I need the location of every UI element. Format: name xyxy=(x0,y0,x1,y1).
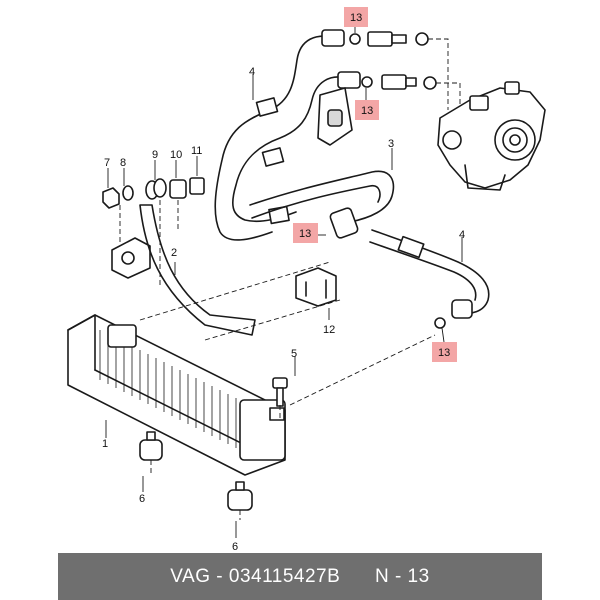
callout-1: 1 xyxy=(102,438,108,450)
callout-5: 5 xyxy=(291,348,297,360)
small-parts-group xyxy=(102,177,205,209)
bracket-2 xyxy=(111,204,256,336)
assembly-lines xyxy=(119,200,436,520)
highlight-13-right: 13 xyxy=(432,342,457,362)
callout-2: 2 xyxy=(171,247,177,259)
highlight-13-left: 13 xyxy=(293,223,318,243)
top-fitting-row-1 xyxy=(321,29,449,110)
callout-4-lower: 4 xyxy=(459,229,465,241)
footer-spacer xyxy=(340,566,375,588)
callout-10: 10 xyxy=(170,149,182,161)
highlight-13-upper-mid: 13 xyxy=(355,100,379,120)
top-fitting-row-2 xyxy=(337,71,461,115)
clamp-12 xyxy=(295,267,337,307)
svg-text:13: 13 xyxy=(361,105,373,117)
callout-8: 8 xyxy=(120,157,126,169)
bolt-5 xyxy=(272,377,288,407)
callout-4-upper: 4 xyxy=(249,66,255,78)
oil-cooler-1 xyxy=(67,314,286,476)
return-hose-3 xyxy=(249,170,395,239)
lower-hose-4 xyxy=(369,229,490,329)
highlight-13-top: 13 xyxy=(344,7,368,27)
callout-7: 7 xyxy=(104,157,110,169)
callout-6-lower: 6 xyxy=(232,541,238,552)
oil-filter-housing xyxy=(437,81,546,191)
callout-11: 11 xyxy=(191,145,202,157)
callout-12: 12 xyxy=(323,324,335,336)
svg-text:13: 13 xyxy=(299,228,311,240)
leader-lines xyxy=(105,26,463,538)
callout-6-upper: 6 xyxy=(139,493,145,505)
svg-text:13: 13 xyxy=(438,347,450,359)
svg-text:13: 13 xyxy=(350,12,362,24)
callout-9: 9 xyxy=(152,149,158,161)
rubber-mount-6b xyxy=(227,481,253,511)
callout-3: 3 xyxy=(388,138,394,150)
part-number-footer: VAG - 034115427B N - 13 xyxy=(58,553,542,600)
position-text: N - 13 xyxy=(374,565,430,587)
part-number-text: VAG - 034115427B xyxy=(170,565,341,587)
rubber-mount-6a xyxy=(139,431,163,461)
exploded-parts-diagram: 1 2 3 4 4 5 6 6 7 8 9 10 11 12 13 13 13 … xyxy=(67,7,546,552)
